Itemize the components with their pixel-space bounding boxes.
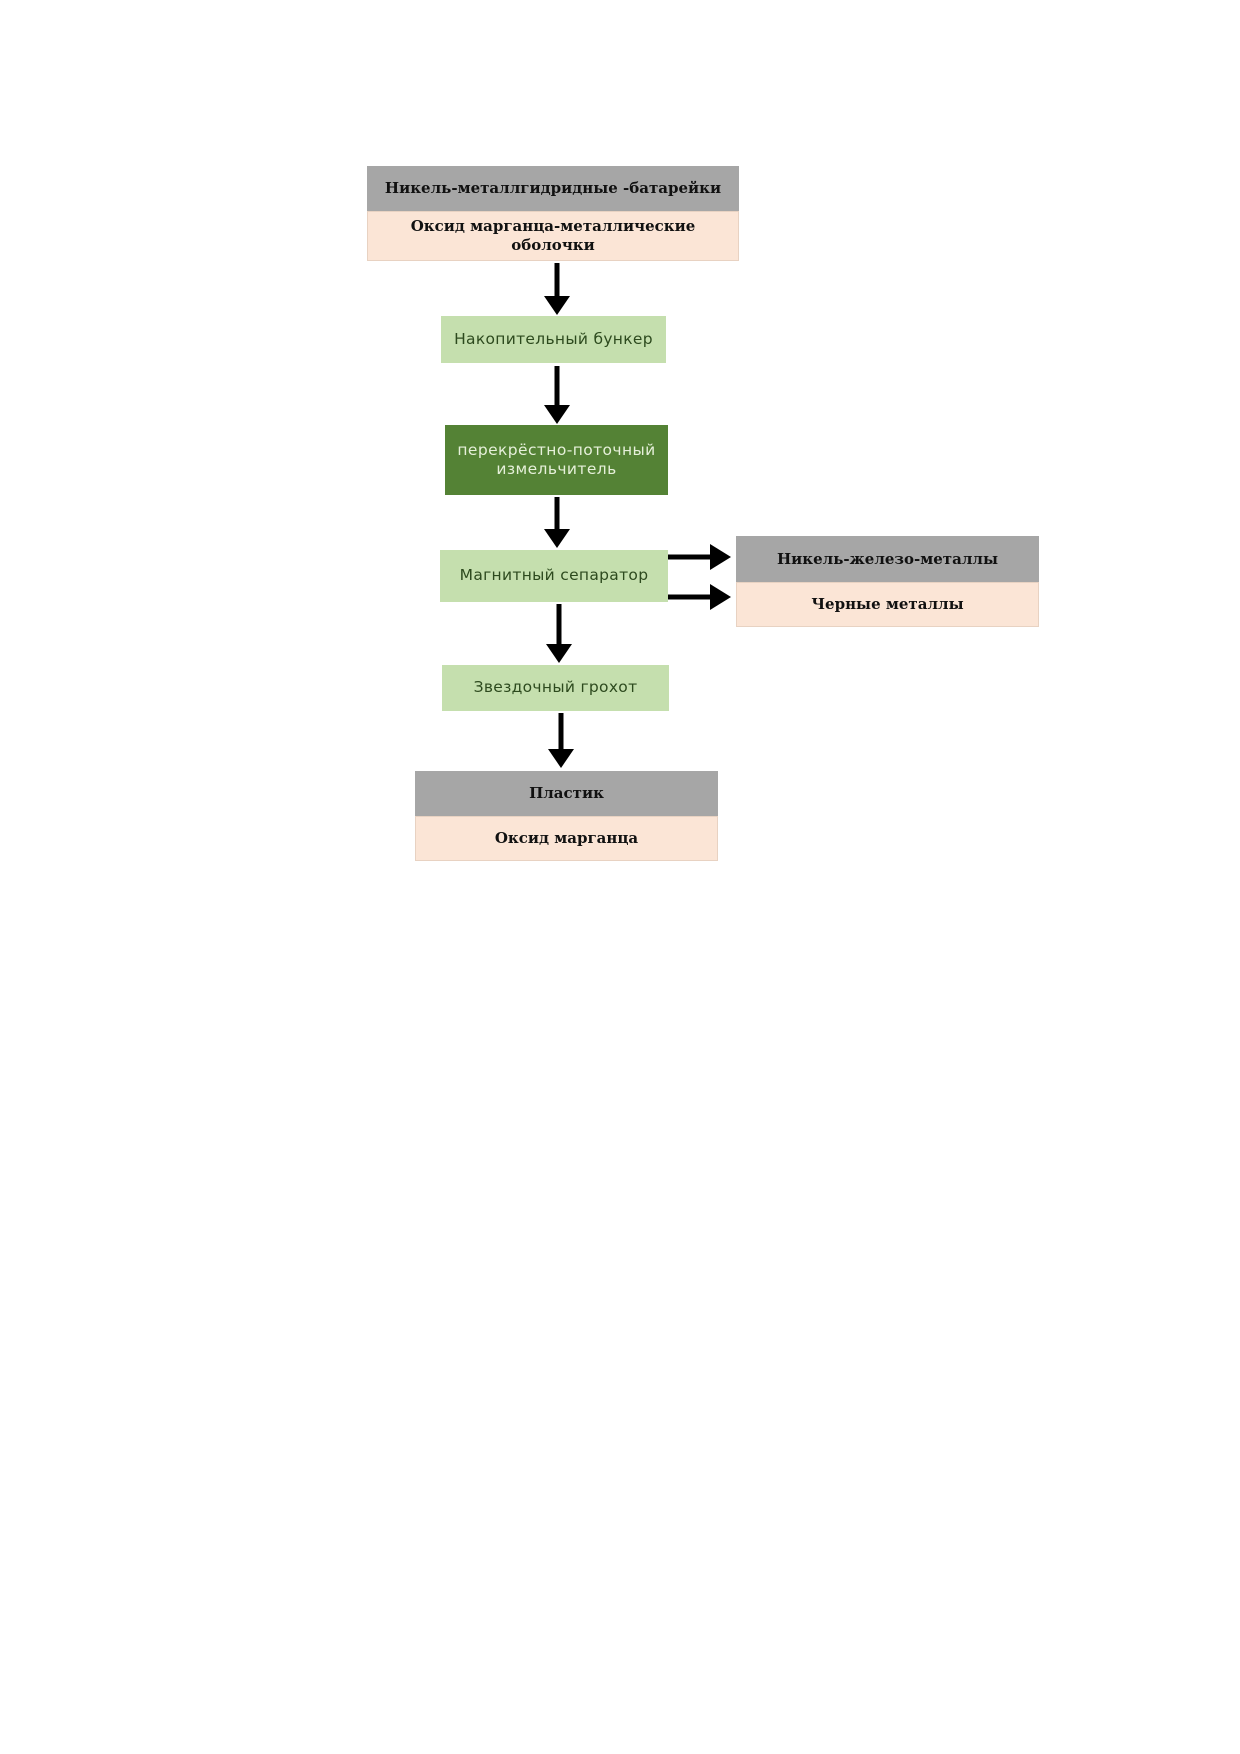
side-output-subheader: Черные металлы: [736, 582, 1039, 627]
step-shredder-label-1: перекрёстно-поточный: [457, 440, 656, 459]
side-output-subheader-text: Черные металлы: [811, 595, 964, 614]
step-screen-label: Звездочный грохот: [473, 678, 638, 697]
step-shredder: перекрёстно-поточный измельчитель: [445, 425, 668, 495]
arrow-input-to-bunker: [544, 263, 570, 315]
arrow-separator-to-side-1: [668, 544, 731, 570]
step-separator: Магнитный сепаратор: [440, 550, 668, 602]
arrow-screen-to-final: [548, 713, 574, 768]
arrow-separator-to-side-2: [668, 584, 731, 610]
step-bunker: Накопительный бункер: [441, 316, 666, 363]
arrow-separator-to-screen: [546, 604, 572, 663]
arrow-shredder-to-separator: [544, 497, 570, 548]
side-output-header: Никель-железо-металлы: [736, 536, 1039, 582]
step-separator-label: Магнитный сепаратор: [459, 566, 649, 585]
final-output-subheader: Оксид марганца: [415, 816, 718, 861]
side-output-header-text: Никель-железо-металлы: [776, 549, 999, 568]
input-header-text: Никель-металлгидридные -батарейки: [384, 179, 722, 198]
input-subheader: Оксид марганца-металлические оболочки: [367, 211, 739, 261]
final-output-header-text: Пластик: [529, 784, 604, 803]
final-output-header: Пластик: [415, 771, 718, 816]
final-output-subheader-text: Оксид марганца: [494, 829, 639, 848]
step-screen: Звездочный грохот: [442, 665, 669, 711]
input-header: Никель-металлгидридные -батарейки: [367, 166, 739, 211]
step-bunker-label: Накопительный бункер: [454, 329, 653, 348]
input-subheader-text: Оксид марганца-металлические оболочки: [410, 217, 696, 254]
step-shredder-label-2: измельчитель: [496, 460, 617, 478]
arrow-bunker-to-shredder: [544, 366, 570, 424]
